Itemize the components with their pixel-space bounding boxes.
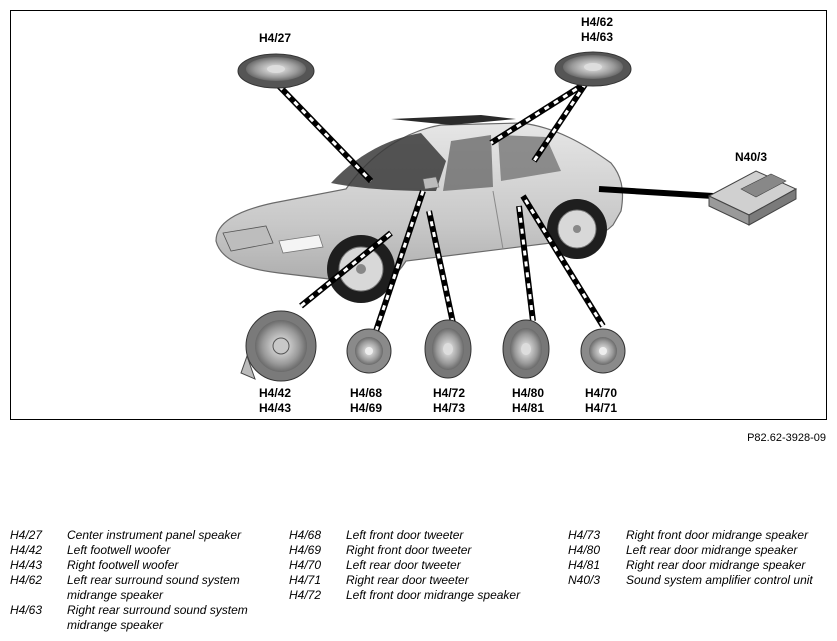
legend-description: Right front door tweeter <box>346 543 472 557</box>
speaker-h4-27-icon <box>237 53 315 89</box>
legend-entry: H4/70 Left rear door tweeter <box>289 558 559 573</box>
legend-entry: H4/80 Left rear door midrange speaker <box>568 543 836 558</box>
legend-entry: N40/3 Sound system amplifier control unit <box>568 573 836 588</box>
label-line: H4/62 <box>580 15 614 29</box>
legend-description: Right rear surround sound system midrang… <box>67 603 248 632</box>
label-line: N40/3 <box>734 150 768 164</box>
legend-code: H4/62 <box>10 573 43 587</box>
label-line: H4/42 <box>258 386 292 400</box>
legend-code: N40/3 <box>568 573 601 587</box>
legend-entry: H4/43 Right footwell woofer <box>10 558 280 573</box>
legend-entry: H4/63 Right rear surround sound system mi… <box>10 603 280 633</box>
midrange-h4-80-icon <box>502 319 550 379</box>
label-h4-62: H4/62 H4/63 <box>562 15 632 45</box>
legend-description: Center instrument panel speaker <box>67 528 242 542</box>
legend-entry: H4/42 Left footwell woofer <box>10 543 280 558</box>
label-n40-3: N40/3 <box>716 150 786 165</box>
connector-lines <box>276 80 714 332</box>
legend-code: H4/63 <box>10 603 43 617</box>
diagram-figure: H4/27 H4/62 H4/63 N40/3 H4/42 H4/43 H4/6… <box>10 10 827 420</box>
legend-entry: H4/69 Right front door tweeter <box>289 543 559 558</box>
legend-code: H4/71 <box>289 573 322 587</box>
tweeter-h4-70-icon <box>580 328 626 374</box>
legend-code: H4/70 <box>289 558 322 572</box>
woofer-h4-42-icon <box>240 310 317 382</box>
legend-description: Left front door tweeter <box>346 528 464 542</box>
legend-entry: H4/71 Right rear door tweeter <box>289 573 559 588</box>
legend-entry: H4/72 Left front door midrange speaker <box>289 588 559 603</box>
legend-description: Left rear surround sound system midrange… <box>67 573 240 602</box>
legend-description: Right front door midrange speaker <box>626 528 809 542</box>
legend-description: Sound system amplifier control unit <box>626 573 813 587</box>
label-line: H4/27 <box>258 31 292 45</box>
legend-code: H4/81 <box>568 558 601 572</box>
legend-entry: H4/73 Right front door midrange speaker <box>568 528 836 543</box>
label-line: H4/71 <box>584 401 618 415</box>
amplifier-n40-3-icon <box>707 170 798 226</box>
label-line: H4/68 <box>349 386 383 400</box>
legend-entry: H4/62 Left rear surround sound system mid… <box>10 573 280 603</box>
legend-code: H4/69 <box>289 543 322 557</box>
midrange-h4-72-icon <box>424 319 472 379</box>
legend-description: Right rear door tweeter <box>346 573 469 587</box>
diagram-drawing <box>215 51 798 382</box>
label-line: H4/72 <box>432 386 466 400</box>
label-line: H4/80 <box>511 386 545 400</box>
label-line: H4/73 <box>432 401 466 415</box>
legend-code: H4/72 <box>289 588 322 602</box>
legend-entry: H4/81 Right rear door midrange speaker <box>568 558 836 573</box>
figure-code: P82.62-3928-09 <box>747 432 826 444</box>
legend-description: Left footwell woofer <box>67 543 171 557</box>
legend-code: H4/73 <box>568 528 601 542</box>
speaker-h4-62-icon <box>554 51 632 87</box>
legend-code: H4/42 <box>10 543 43 557</box>
label-h4-42: H4/42 H4/43 <box>240 386 310 416</box>
label-h4-68: H4/68 H4/69 <box>331 386 401 416</box>
legend-description: Right footwell woofer <box>67 558 179 572</box>
label-line: H4/69 <box>349 401 383 415</box>
legend-entry: H4/27 Center instrument panel speaker <box>10 528 280 543</box>
label-line: H4/43 <box>258 401 292 415</box>
legend-description: Left front door midrange speaker <box>346 588 521 602</box>
label-line: H4/63 <box>580 30 614 44</box>
label-line: H4/70 <box>584 386 618 400</box>
legend-description: Left rear door midrange speaker <box>626 543 798 557</box>
legend-code: H4/43 <box>10 558 43 572</box>
label-h4-27: H4/27 <box>240 31 310 46</box>
legend-code: H4/68 <box>289 528 322 542</box>
legend-entry: H4/68 Left front door tweeter <box>289 528 559 543</box>
legend-code: H4/80 <box>568 543 601 557</box>
legend-description: Right rear door midrange speaker <box>626 558 806 572</box>
tweeter-h4-68-icon <box>346 328 392 374</box>
label-h4-72: H4/72 H4/73 <box>414 386 484 416</box>
legend-description: Left rear door tweeter <box>346 558 461 572</box>
label-h4-70: H4/70 H4/71 <box>566 386 636 416</box>
label-h4-80: H4/80 H4/81 <box>493 386 563 416</box>
label-line: H4/81 <box>511 401 545 415</box>
legend-code: H4/27 <box>10 528 43 542</box>
